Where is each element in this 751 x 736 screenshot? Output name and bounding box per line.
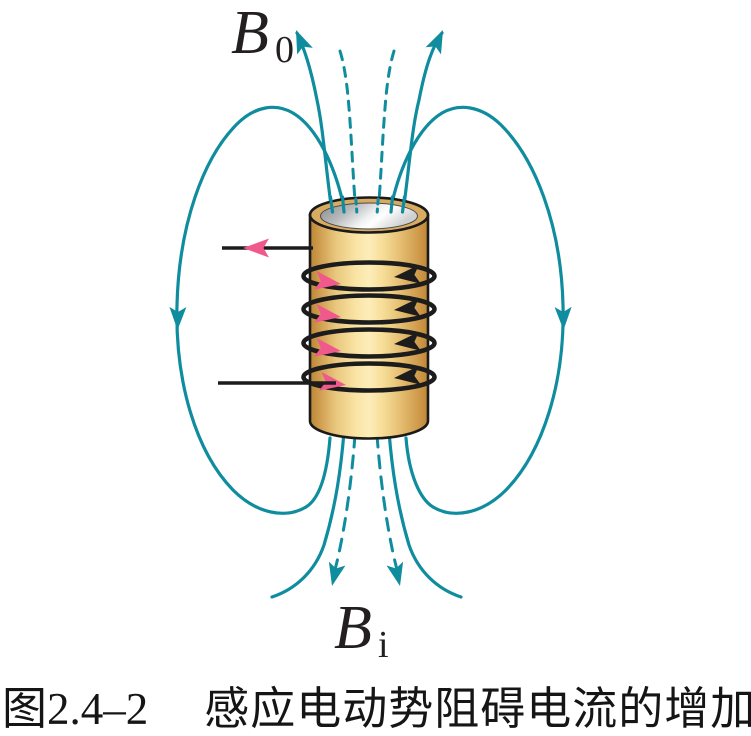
bi-label-subscript: i	[378, 624, 389, 666]
winding-4	[301, 361, 437, 393]
induced-line-bottom-left	[331, 433, 357, 579]
bi-label: B	[334, 594, 372, 662]
induced-current-arrowhead-icon	[243, 238, 269, 258]
stub-1	[328, 195, 335, 214]
field-line-bottom-left	[270, 430, 346, 599]
stub-3	[354, 197, 359, 214]
b0-label: B	[231, 0, 269, 67]
winding-2	[301, 293, 437, 325]
field-loop-left	[175, 105, 345, 515]
solenoid-core	[308, 196, 430, 440]
figure-number: 图2.4–2	[2, 684, 149, 734]
cylinder-body	[308, 213, 430, 440]
current-arrowhead-icon	[394, 264, 421, 284]
winding-3	[301, 327, 437, 359]
stub-4	[375, 197, 380, 214]
winding-1	[301, 260, 437, 292]
figure-title: 感应电动势阻碍电流的增加	[204, 684, 751, 734]
stub-2	[340, 195, 346, 214]
field-line-b0-left	[295, 31, 333, 207]
bi-right-arrowhead-icon	[386, 561, 404, 586]
current-arrowhead-icon	[394, 331, 421, 351]
lead-wires	[218, 238, 336, 385]
field-line-b0-right	[402, 31, 444, 207]
figure-caption: 图2.4–2 感应电动势阻碍电流的增加	[0, 672, 751, 736]
current-arrowhead-icon	[394, 297, 421, 317]
field-loop-right	[390, 105, 565, 515]
induced-current-arrowhead-icon	[313, 303, 341, 323]
induced-line-top-left	[338, 49, 358, 214]
b0-right-arrowhead-icon	[425, 30, 443, 55]
b0-label-subscript: 0	[275, 29, 294, 71]
stub-5	[389, 195, 395, 214]
induced-current-arrowhead-icon	[313, 337, 341, 357]
induced-current-arrowhead-icon	[313, 270, 341, 290]
field-line-bottom-right	[387, 430, 463, 599]
loop-right-arrowhead-icon	[554, 306, 572, 330]
field-line-stubs-top	[328, 195, 407, 214]
current-arrowhead-icon	[394, 365, 421, 385]
b0-left-arrowhead-icon	[296, 30, 313, 55]
field-lines	[169, 30, 572, 599]
coil-windings	[301, 260, 437, 393]
loop-left-arrowhead-icon	[169, 306, 187, 330]
field-labels: B 0 B i	[231, 0, 389, 666]
induced-line-top-right	[376, 49, 396, 214]
bi-left-arrowhead-icon	[328, 561, 346, 586]
stub-6	[400, 195, 407, 214]
induced-line-bottom-right	[375, 433, 401, 579]
